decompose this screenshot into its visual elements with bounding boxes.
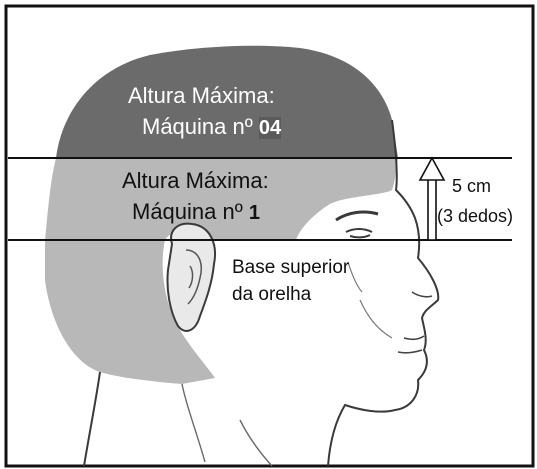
middle-zone-prefix: Máquina nº	[132, 199, 243, 224]
lower-hair-zone	[45, 240, 215, 384]
up-arrow-icon	[418, 156, 446, 241]
face-profile-outline	[327, 119, 440, 467]
ear-outline	[166, 222, 216, 332]
ear-reference-line2: da orelha	[232, 284, 312, 305]
measurement-value: 5 cm	[452, 176, 492, 196]
middle-hair-zone	[45, 158, 398, 240]
eye	[345, 228, 373, 239]
top-zone-line1: Altura Máxima:	[128, 83, 275, 108]
top-zone-number: 04	[258, 117, 282, 139]
top-hair-zone	[56, 45, 398, 158]
nostril	[411, 291, 433, 298]
cheek-lines	[347, 261, 393, 339]
neck-back-outline	[83, 371, 101, 467]
ear-reference-line1: Base superior	[232, 257, 350, 278]
top-zone-line2: Máquina nº 04	[142, 114, 282, 140]
middle-zone-line2: Máquina nº 1	[132, 199, 260, 225]
eyebrow	[335, 210, 379, 222]
middle-zone-line1: Altura Máxima:	[122, 168, 269, 193]
ear-inner	[185, 249, 202, 305]
top-zone-prefix: Máquina nº	[142, 114, 253, 139]
mouth	[397, 335, 425, 354]
middle-zone-number: 1	[248, 202, 261, 224]
diagram-frame	[4, 4, 535, 468]
neck-lines	[181, 383, 273, 467]
measurement-note: (3 dedos)	[437, 206, 514, 226]
